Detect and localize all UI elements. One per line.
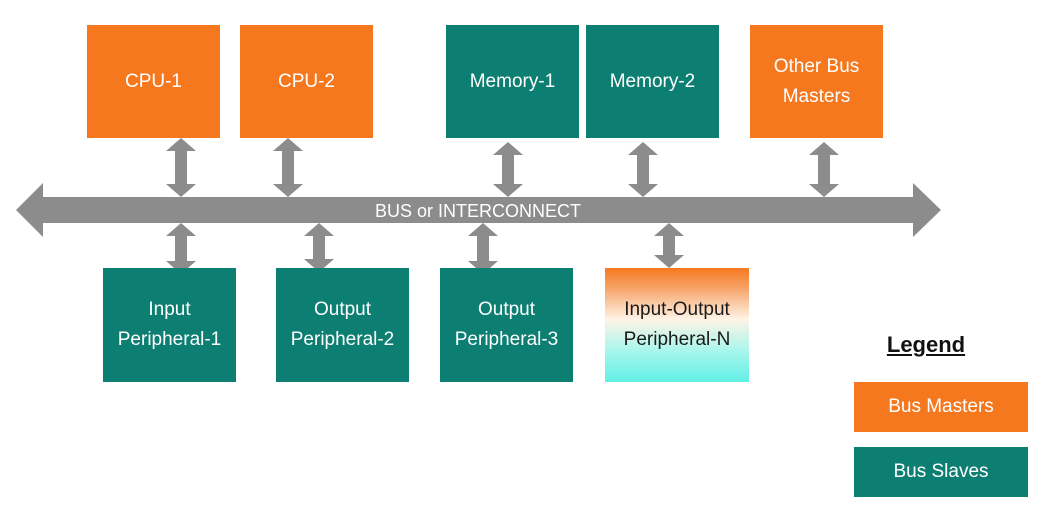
memory-1-connector: [493, 142, 523, 197]
other-bus-masters-label: Other Bus Masters: [773, 55, 860, 107]
other-bus-masters-connector: [809, 142, 839, 197]
input-peripheral-1-label: Input Peripheral-1: [117, 299, 222, 350]
memory-2-connector: [628, 142, 658, 197]
output-peripheral-2-connector: [304, 223, 334, 272]
legend-bus-slaves-label: Bus Slaves: [893, 461, 989, 482]
cpu-2-block: CPU-2: [240, 25, 373, 138]
output-peripheral-3-label: Output Peripheral-3: [454, 299, 559, 350]
legend-bus-slaves: Bus Slaves: [854, 447, 1028, 497]
legend-bus-masters: Bus Masters: [854, 382, 1028, 432]
input-peripheral-1-block: Input Peripheral-1: [103, 268, 236, 382]
output-peripheral-3-block: Output Peripheral-3: [440, 268, 573, 382]
input-output-peripheral-n-block: Input-Output Peripheral-N: [605, 268, 749, 382]
output-peripheral-3-connector: [468, 223, 498, 274]
memory-1-block: Memory-1: [446, 25, 579, 138]
cpu-2-label: CPU-2: [277, 70, 335, 92]
cpu-1-label: CPU-1: [124, 70, 182, 92]
output-peripheral-2-label: Output Peripheral-2: [290, 299, 395, 350]
other-bus-masters-block: Other Bus Masters: [750, 25, 883, 138]
bus-label: BUS or INTERCONNECT: [374, 200, 581, 221]
bus-interconnect-arrow: [16, 183, 941, 237]
output-peripheral-2-block: Output Peripheral-2: [276, 268, 409, 382]
input-peripheral-1-connector: [166, 223, 196, 274]
cpu-1-block: CPU-1: [87, 25, 220, 138]
memory-2-block: Memory-2: [586, 25, 719, 138]
bus-connectors: [166, 138, 839, 274]
legend-title: Legend: [886, 332, 966, 357]
memory-2-label: Memory-2: [609, 70, 696, 92]
cpu-2-connector: [273, 138, 303, 197]
legend-bus-masters-label: Bus Masters: [888, 396, 994, 417]
cpu-1-connector: [166, 138, 196, 197]
memory-1-label: Memory-1: [469, 70, 556, 92]
input-output-peripheral-n-label: Input-Output Peripheral-N: [623, 299, 731, 350]
input-output-peripheral-n-connector: [654, 223, 684, 268]
